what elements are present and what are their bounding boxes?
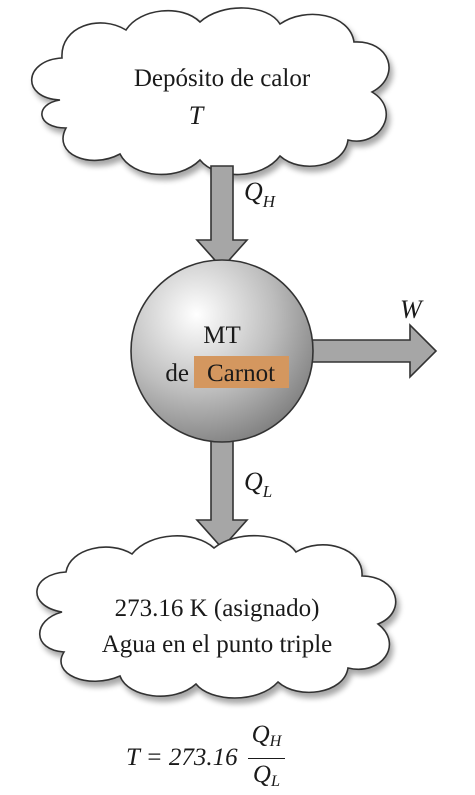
source-temperature-label: T	[189, 101, 205, 130]
engine-label-prefix: de	[165, 360, 189, 387]
carnot-engine-sphere	[130, 259, 314, 443]
engine-label-line1: MT	[203, 322, 241, 349]
formula-denominator: QL	[252, 760, 281, 790]
engine-label-highlight: Carnot	[207, 360, 275, 387]
heat-out-label: QL	[244, 467, 272, 501]
formula-fraction: QH QL	[247, 721, 286, 794]
source-reservoir-cloud	[30, 7, 390, 176]
source-reservoir-label: Depósito de calor	[134, 65, 311, 92]
sink-temperature-label: 273.16 K (asignado)	[115, 595, 320, 622]
heat-in-label: QH	[244, 177, 277, 211]
work-out-label: W	[400, 295, 424, 324]
heat-out-arrow	[195, 435, 249, 550]
sink-description-label: Agua en el punto triple	[102, 631, 333, 658]
heat-in-arrow	[195, 165, 249, 270]
temperature-formula: T = 273.16 QH QL	[126, 721, 286, 790]
carnot-highlight-box	[194, 356, 289, 388]
formula-numerator: QH	[247, 721, 286, 759]
work-out-arrow	[311, 323, 438, 379]
sink-reservoir-cloud	[36, 534, 397, 699]
formula-lhs: T = 273.16	[126, 744, 238, 771]
